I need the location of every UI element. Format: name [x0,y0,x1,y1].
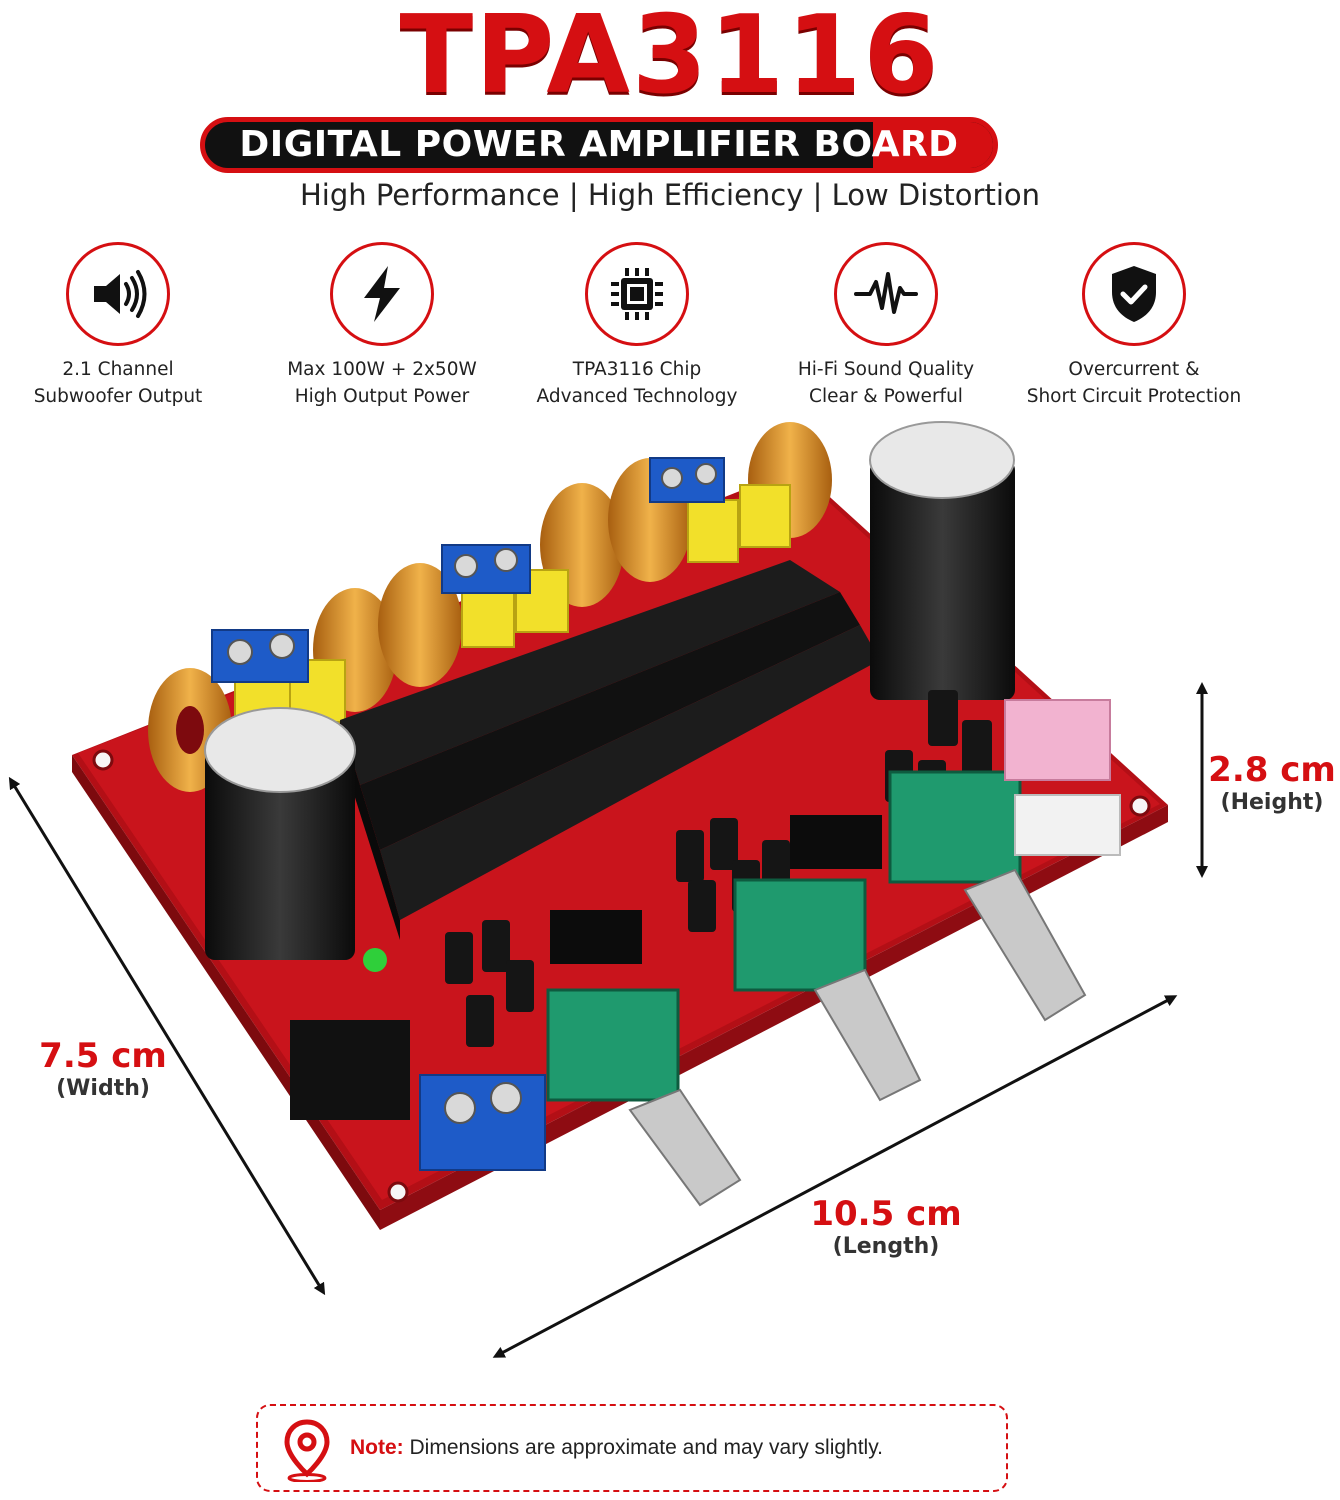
feature-subtitle: Short Circuit Protection [1026,386,1242,407]
feature-subtitle: High Output Power [294,386,470,407]
mounting-holes [92,749,1151,1203]
feature-icon-circle [585,242,689,346]
note-message: Dimensions are approximate and may vary … [409,1436,883,1459]
feature-icon-circle [330,242,434,346]
note-text: Note: Dimensions are approximate and may… [350,1436,883,1460]
feature-sound: Hi-Fi Sound Quality Clear & Powerful [766,242,1006,410]
feature-subtitle: Clear & Powerful [809,386,963,407]
shield-check-icon [1112,266,1156,322]
width-dimension: 7.5 cm (Width) [28,1036,178,1101]
electrolytic-capacitors [204,421,1015,960]
op-amp-chips [550,815,882,964]
power-terminal [419,1074,546,1171]
tagline: High Performance | High Efficiency | Low… [299,178,1041,212]
dc-power-jack [290,1020,410,1120]
feature-icon-circle [834,242,938,346]
width-value: 7.5 cm [39,1036,167,1076]
height-dimension: 2.8 cm (Height) [1204,750,1340,815]
audio-jack [1004,699,1111,781]
feature-title: 2.1 Channel [62,359,174,380]
led [363,948,387,972]
feature-icon-circle [1082,242,1186,346]
location-pin-icon [284,1419,330,1482]
heatsink [340,560,880,940]
width-arrow [8,776,326,1296]
subtitle-text: DIGITAL POWER AMPLIFIER BOARD [239,124,959,165]
length-caption: (Length) [832,1234,940,1259]
feature-title: Max 100W + 2x50W [287,359,477,380]
banner-accent [873,122,993,168]
feature-subtitle: Advanced Technology [536,386,738,407]
waveform-icon [854,272,918,314]
feature-chip: TPA3116 Chip Advanced Technology [517,242,757,410]
feature-subtitle: Subwoofer Output [33,386,203,407]
feature-channel: 2.1 Channel Subwoofer Output [0,242,238,410]
length-arrow [492,995,1178,1358]
feature-title: TPA3116 Chip [572,359,702,380]
speaker-icon [94,270,147,318]
note-label: Note: [350,1436,404,1459]
amplifier-board-image [8,421,1208,1358]
feature-title: Hi-Fi Sound Quality [797,359,975,380]
input-connector [1014,794,1121,856]
board-illustration [0,420,1340,1380]
height-caption: (Height) [1220,790,1324,815]
height-value: 2.8 cm [1208,750,1336,790]
feature-protection: Overcurrent & Short Circuit Protection [1014,242,1254,410]
length-dimension: 10.5 cm (Length) [800,1194,972,1259]
chip-icon [611,268,663,320]
width-caption: (Width) [56,1076,150,1101]
feature-power: Max 100W + 2x50W High Output Power [262,242,502,410]
subtitle-banner: DIGITAL POWER AMPLIFIER BOARD [200,117,998,173]
length-value: 10.5 cm [810,1194,962,1234]
product-title: TPA3116 [399,0,941,118]
lightning-bolt-icon [364,266,400,322]
feature-icon-circle [66,242,170,346]
note-box: Note: Dimensions are approximate and may… [256,1404,1008,1492]
feature-title: Overcurrent & [1068,359,1200,380]
